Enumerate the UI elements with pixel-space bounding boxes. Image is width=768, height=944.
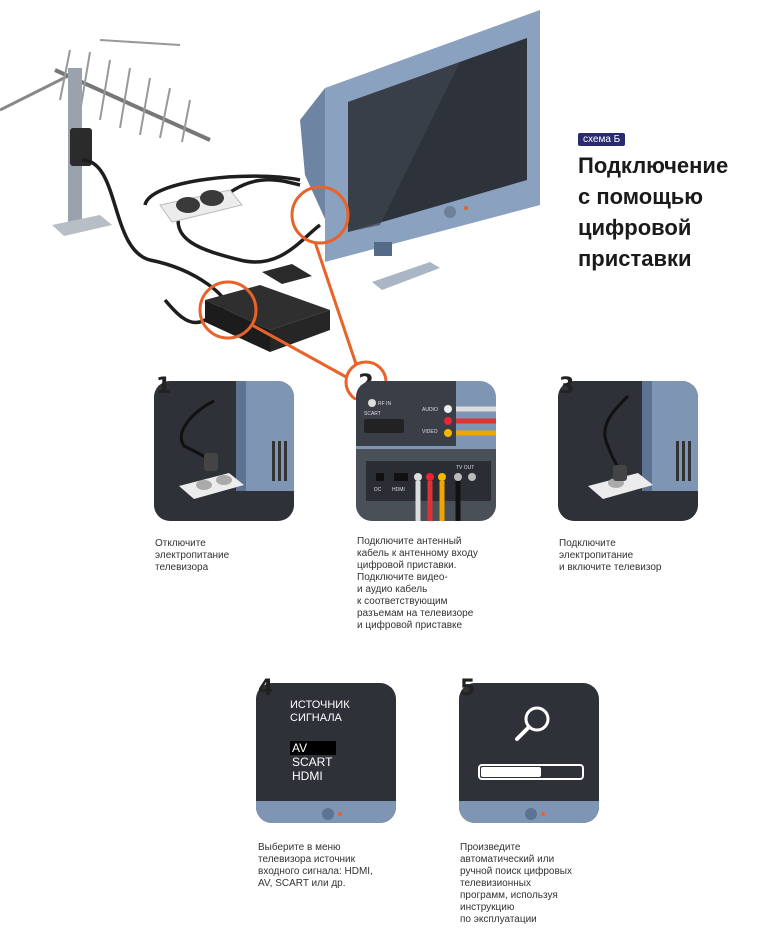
page-title: Подключение с помощью цифровой приставки: [578, 150, 763, 274]
caption-line: инструкцию: [460, 902, 515, 913]
scheme-badge: схема Б: [578, 133, 626, 146]
antenna: [0, 39, 211, 236]
menu-item-av[interactable]: AV: [290, 741, 336, 755]
port-label: RF IN: [378, 401, 391, 407]
step-1-card: [154, 381, 294, 521]
caption-line: программ, используя: [460, 890, 558, 901]
step-number: 3: [559, 374, 575, 399]
step-2-caption: Подключите антенный кабель к антенному в…: [357, 536, 478, 632]
port-label: TV OUT: [456, 465, 474, 471]
menu-title-line: ИСТОЧНИК: [290, 699, 350, 711]
port-label: SCART: [364, 411, 381, 417]
port-label: AUDIO: [422, 407, 438, 413]
menu-item-hdmi[interactable]: HDMI: [292, 769, 323, 783]
progress-fill: [481, 767, 541, 777]
step-number: 4: [258, 676, 274, 701]
title-line: цифровой: [578, 215, 692, 240]
port-label: VIDEO: [422, 429, 438, 435]
port-label: DC: [374, 487, 382, 493]
caption-line: по эксплуатации: [460, 914, 537, 925]
caption-line: Произведите: [460, 842, 521, 853]
step-3-card: [558, 381, 698, 521]
caption-line: и аудио кабель: [357, 584, 428, 595]
tv-set: [300, 10, 540, 290]
caption-line: телевизора: [155, 562, 209, 573]
step-2-card: RF IN SCART AUDIO VIDEO DC HDMI TV OUT: [356, 381, 496, 521]
caption-line: Выберите в меню: [258, 842, 341, 853]
menu-title: ИСТОЧНИК СИГНАЛА: [290, 699, 350, 725]
title-line: с помощью: [578, 184, 704, 209]
caption-line: кабель к антенному входу: [357, 548, 478, 559]
step-5-caption: Произведите автоматический или ручной по…: [460, 842, 572, 926]
step-number: 5: [460, 676, 476, 701]
caption-line: электропитание: [155, 550, 230, 561]
step-1-caption: Отключите электропитание телевизора: [155, 538, 229, 574]
step-number: 1: [156, 374, 172, 399]
menu-item-scart[interactable]: SCART: [292, 755, 333, 769]
callout-circles: [198, 185, 360, 380]
caption-line: и включите телевизор: [559, 562, 662, 573]
caption-line: входного сигнала: HDMI,: [258, 866, 373, 877]
caption-line: и цифровой приставке: [357, 620, 463, 631]
title-line: приставки: [578, 246, 692, 271]
power-strip: [159, 189, 243, 223]
caption-line: электропитание: [559, 550, 634, 561]
step-3-caption: Подключите электропитание и включите тел…: [559, 538, 661, 574]
step-4-card: ИСТОЧНИК СИГНАЛА AV SCART HDMI: [256, 683, 396, 823]
step-4-caption: Выберите в меню телевизора источник вход…: [258, 842, 373, 890]
caption-line: разъемам на телевизоре: [357, 608, 474, 619]
caption-line: телевизионных: [460, 878, 531, 889]
caption-line: к соответствующим: [357, 596, 448, 607]
caption-line: телевизора источник: [258, 854, 356, 865]
caption-line: цифровой приставки.: [357, 560, 457, 571]
caption-line: AV, SCART или др.: [258, 878, 346, 889]
port-label: HDMI: [392, 487, 405, 493]
set-top-box: [205, 264, 330, 352]
hero-illustration: 2: [0, 10, 540, 400]
caption-line: ручной поиск цифровых: [460, 866, 572, 877]
caption-line: автоматический или: [460, 854, 555, 865]
menu-title-line: СИГНАЛА: [290, 712, 342, 724]
source-menu: AV SCART HDMI: [290, 741, 336, 783]
caption-line: Подключите антенный: [357, 536, 462, 547]
caption-line: Подключите видео-: [357, 572, 448, 583]
caption-line: Подключите: [559, 538, 616, 549]
step-5-card: [459, 683, 599, 823]
search-icon: [515, 706, 550, 741]
caption-line: Отключите: [155, 538, 206, 549]
title-line: Подключение: [578, 153, 729, 178]
